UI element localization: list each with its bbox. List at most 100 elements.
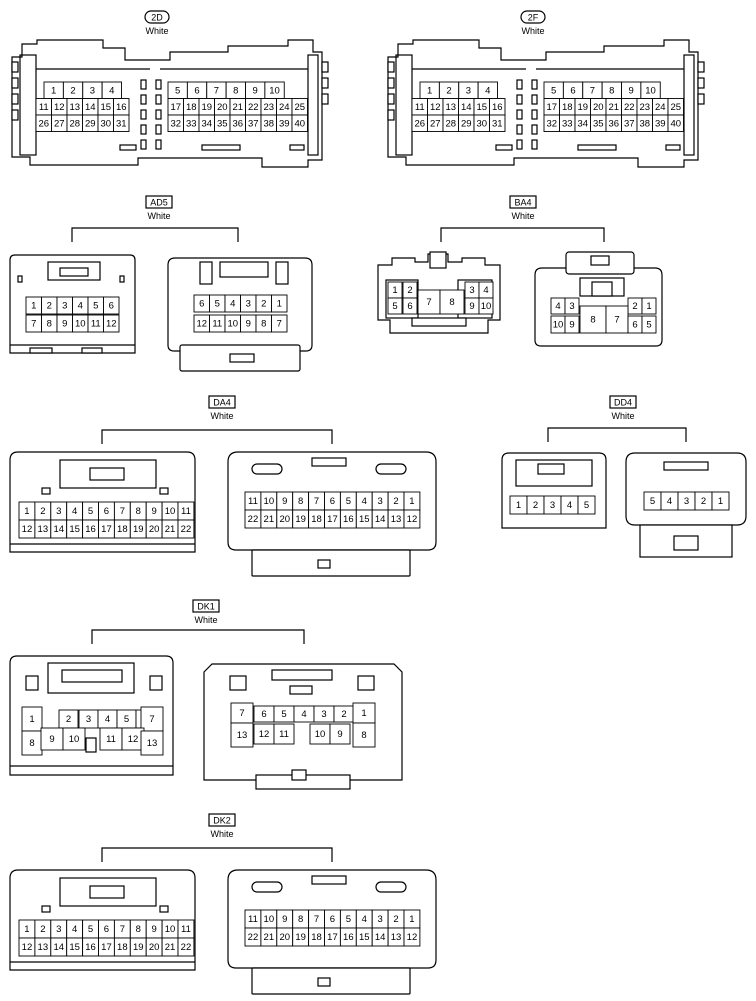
connector-dk1: DK1White12345678910111213765432113121110…: [9, 599, 403, 790]
connector-code: DD4: [614, 398, 632, 408]
pin-number: 2: [533, 500, 538, 511]
pin-number: 7: [277, 319, 282, 330]
housing-outline: [291, 769, 307, 781]
pin-number: 2: [40, 924, 45, 935]
pin-number: 32: [546, 118, 557, 129]
pin-number: 8: [29, 738, 34, 749]
pin-number: 30: [476, 118, 487, 129]
pin-number: 11: [39, 102, 49, 113]
pin-number: 18: [562, 102, 573, 113]
housing-outline: [440, 227, 605, 242]
housing-outline: [289, 144, 305, 151]
pin-number: 4: [667, 496, 672, 507]
pin-number: 20: [279, 932, 290, 943]
pin-number: 13: [147, 738, 158, 749]
pin-number: 2: [393, 914, 398, 925]
pin-number: 8: [261, 319, 266, 330]
pin-number: 9: [282, 914, 287, 925]
housing-outline: [201, 144, 241, 151]
housing-outline: [140, 139, 147, 150]
housing-outline: [41, 487, 51, 495]
pin-number: 7: [314, 496, 319, 507]
pin-cell: [403, 927, 421, 947]
housing-outline: [663, 461, 709, 471]
pin-number: 8: [136, 924, 141, 935]
housing-outline: [140, 109, 147, 120]
pin-number: 4: [567, 500, 572, 511]
housing-outline: [429, 251, 447, 269]
housing-outline: [495, 144, 513, 151]
pin-number: 20: [149, 942, 160, 953]
housing-outline: [590, 255, 610, 266]
pin-number: 10: [264, 496, 275, 507]
pin-number: 20: [279, 514, 290, 525]
housing-outline: [81, 347, 103, 354]
pin-number: 2: [66, 714, 71, 725]
pin-number: 1: [646, 301, 651, 312]
housing-outline: [155, 94, 162, 105]
pin-number: 34: [577, 118, 588, 129]
housing-outline: [531, 139, 538, 150]
pin-number: 9: [152, 506, 157, 517]
housing-outline: [591, 281, 613, 297]
pin-number: 21: [264, 932, 275, 943]
pin-number: 3: [378, 496, 383, 507]
pin-number: 9: [629, 85, 634, 96]
housing-outline: [387, 109, 395, 121]
pin-number: 17: [101, 524, 112, 535]
pin-number: 11: [248, 496, 258, 507]
pin-number: 26: [414, 118, 425, 129]
housing-outline: [387, 39, 699, 168]
housing-outline: [531, 94, 538, 105]
pin-number: 14: [53, 942, 64, 953]
pin-cell: [103, 296, 120, 315]
pin-number: 6: [104, 506, 109, 517]
pin-number: 20: [149, 524, 160, 535]
pin-cell: [113, 114, 130, 132]
housing-outline: [199, 261, 213, 285]
housing-outline: [59, 877, 157, 907]
pin-number: 28: [69, 118, 80, 129]
pin-number: 1: [24, 506, 29, 517]
pin-number: 11: [212, 319, 222, 330]
pin-number: 10: [227, 319, 238, 330]
pin-number: 5: [346, 496, 351, 507]
housing-outline: [11, 109, 19, 121]
pin-number: 6: [570, 85, 575, 96]
housing-outline: [229, 675, 247, 691]
pin-number: 17: [327, 514, 338, 525]
housing-outline: [516, 124, 523, 135]
housing-outline: [155, 124, 162, 135]
pin-number: 3: [550, 500, 555, 511]
pin-number: 7: [239, 708, 244, 719]
pin-number: 4: [105, 714, 110, 725]
pin-number: 16: [85, 942, 96, 953]
pin-number: 7: [120, 924, 125, 935]
pin-cell: [103, 314, 120, 333]
housing-outline: [317, 559, 331, 569]
housing-outline: [11, 93, 19, 105]
pin-number: 18: [117, 942, 128, 953]
pin-cell: [489, 114, 506, 132]
housing-outline: [101, 847, 333, 862]
housing-outline: [25, 675, 39, 691]
pin-number: 11: [106, 734, 116, 745]
pin-number: 6: [407, 301, 412, 312]
pin-number: 5: [584, 500, 589, 511]
connector-color: White: [147, 211, 170, 221]
housing-outline: [697, 61, 705, 73]
housing-outline: [321, 61, 329, 73]
pin-number: 10: [165, 924, 176, 935]
housing-outline: [155, 79, 162, 90]
pin-number: 1: [718, 496, 723, 507]
housing-outline: [531, 124, 538, 135]
pin-number: 10: [264, 914, 275, 925]
housing-outline: [11, 61, 19, 73]
pin-number: 1: [277, 299, 282, 310]
housing-outline: [119, 275, 125, 283]
pin-number: 22: [248, 102, 259, 113]
pin-cell: [641, 297, 657, 315]
housing-outline: [357, 675, 375, 691]
housing-outline: [516, 79, 523, 90]
